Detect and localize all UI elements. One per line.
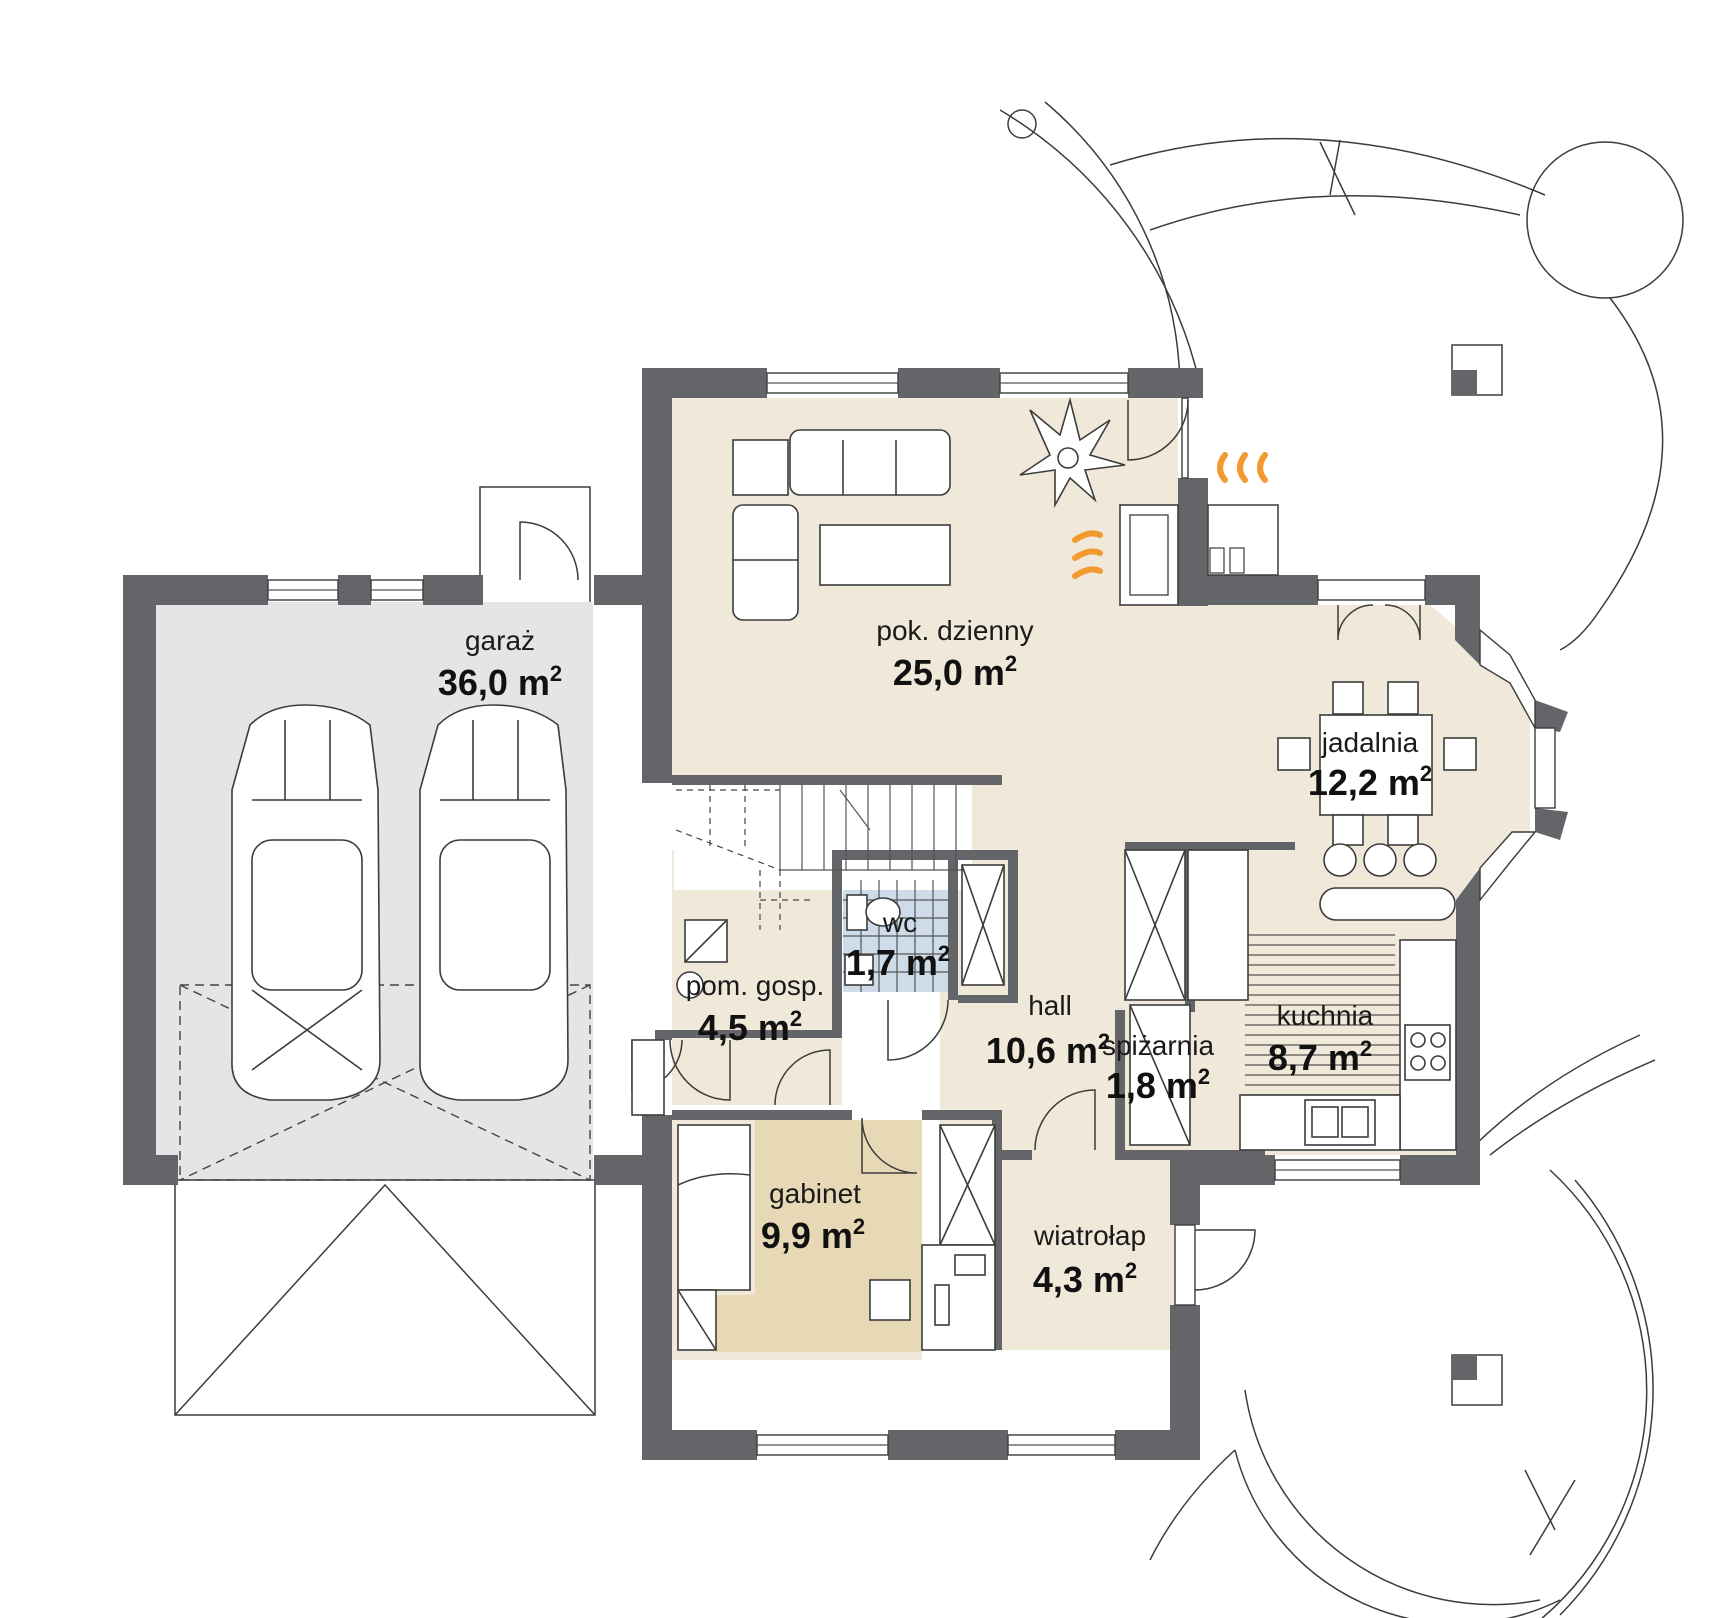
staircase — [779, 785, 972, 871]
pantry-name: spiżarnia — [1102, 1030, 1214, 1061]
utility-area: 4,5 m2 — [698, 1006, 802, 1048]
sofa-set — [732, 429, 951, 621]
staircase-dashed — [675, 785, 810, 930]
garage-name: garaż — [465, 625, 535, 656]
wc-door — [887, 999, 949, 1061]
office-door — [861, 1117, 918, 1174]
wc-area: 1,7 m2 — [846, 941, 950, 983]
front-door — [1194, 1229, 1256, 1291]
utility-door — [669, 1039, 731, 1101]
dining-name: jadalnia — [1321, 727, 1419, 758]
sink-icon — [1304, 1099, 1376, 1146]
living-area: 25,0 m2 — [893, 651, 1017, 693]
pantry-shelves — [1129, 1004, 1191, 1146]
dining-door-right — [1384, 604, 1421, 641]
car-icon — [231, 704, 381, 1101]
plant-icon — [1019, 396, 1126, 509]
walls — [123, 368, 1568, 1460]
vestibule-name: wiatrołap — [1033, 1220, 1146, 1251]
fireplace-box — [1119, 504, 1179, 606]
dining-door-left — [1337, 604, 1374, 641]
room-labels: garaż 36,0 m2 pok. dzienny 25,0 m2 jadal… — [438, 615, 1432, 1300]
hall-name: hall — [1028, 990, 1072, 1021]
terrace-outline — [174, 101, 1684, 1618]
toilet-icon — [844, 894, 901, 986]
utility-fixtures — [631, 919, 728, 1116]
vestibule-floor — [1000, 1150, 1190, 1350]
office-furniture — [677, 1124, 996, 1351]
office-name: gabinet — [769, 1178, 861, 1209]
garage-area: 36,0 m2 — [438, 661, 562, 703]
utility-inner-door — [774, 1049, 831, 1106]
kitchen-area: 8,7 m2 — [1268, 1036, 1372, 1078]
vestibule-door — [1034, 1089, 1096, 1151]
entry-door — [519, 521, 579, 581]
windows — [267, 372, 1556, 1456]
pantry-area: 1,8 m2 — [1106, 1064, 1210, 1106]
living-name: pok. dzienny — [876, 615, 1033, 646]
stairs-floor — [674, 785, 972, 890]
terrace-door — [1127, 399, 1189, 461]
hall-area: 10,6 m2 — [986, 1029, 1110, 1071]
vestibule-area: 4,3 m2 — [1033, 1258, 1137, 1300]
flame-icon — [1072, 452, 1268, 579]
utility-name: pom. gosp. — [686, 970, 825, 1001]
dining-table — [1277, 681, 1477, 846]
stove-icon — [1404, 1024, 1451, 1081]
kitchen-name: kuchnia — [1277, 1000, 1374, 1031]
dining-area: 12,2 m2 — [1308, 761, 1432, 803]
office-area: 9,9 m2 — [761, 1214, 865, 1256]
garage-canopy — [174, 1179, 596, 1416]
wc-name: wc — [882, 907, 917, 938]
wc-cabinet — [961, 864, 1005, 986]
car-icon — [419, 704, 569, 1101]
